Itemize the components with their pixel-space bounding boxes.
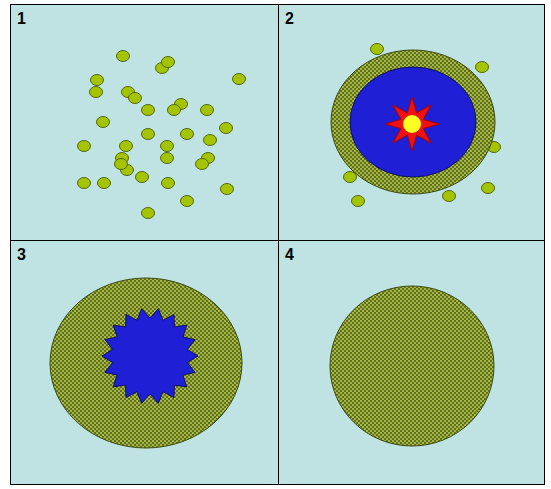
particle xyxy=(161,141,174,152)
particle xyxy=(196,159,209,170)
shell xyxy=(50,278,242,448)
shrinking-core xyxy=(102,309,198,404)
particle xyxy=(90,87,103,98)
particle xyxy=(97,117,110,128)
particle xyxy=(117,51,130,62)
ground xyxy=(10,4,545,485)
particle xyxy=(98,178,111,189)
panel-number: 3 xyxy=(11,241,26,264)
particle xyxy=(142,129,155,140)
particle xyxy=(91,75,104,86)
panel-number: 2 xyxy=(279,5,294,28)
shell xyxy=(331,50,495,194)
solid-body xyxy=(330,286,494,446)
particle xyxy=(115,159,128,170)
particle xyxy=(136,172,149,183)
particle xyxy=(233,74,246,85)
particle xyxy=(181,129,194,140)
panel: 1 xyxy=(10,4,279,241)
particle xyxy=(78,141,91,152)
panel-number: 1 xyxy=(11,5,26,28)
particle xyxy=(220,123,233,134)
particle xyxy=(482,183,495,194)
particle xyxy=(142,105,155,116)
particle xyxy=(129,93,142,104)
particle xyxy=(120,141,133,152)
particle xyxy=(476,62,489,73)
particle xyxy=(221,184,234,195)
particle xyxy=(181,196,194,207)
panel-number: 4 xyxy=(279,241,294,264)
particle xyxy=(371,44,384,55)
particle xyxy=(78,178,91,189)
panel: 4 xyxy=(278,240,545,485)
particle xyxy=(162,57,175,68)
core xyxy=(350,67,476,177)
particle xyxy=(168,105,181,116)
particle xyxy=(161,153,174,164)
particle xyxy=(204,135,217,146)
panel: 3 xyxy=(10,240,279,485)
flare-star xyxy=(385,97,439,151)
panel: 2 xyxy=(278,4,545,241)
particle xyxy=(443,191,456,202)
particle xyxy=(142,208,155,219)
particle xyxy=(162,178,175,189)
particles xyxy=(78,44,501,219)
hot-centre xyxy=(403,115,421,133)
particle xyxy=(352,196,365,207)
particle xyxy=(201,105,214,116)
